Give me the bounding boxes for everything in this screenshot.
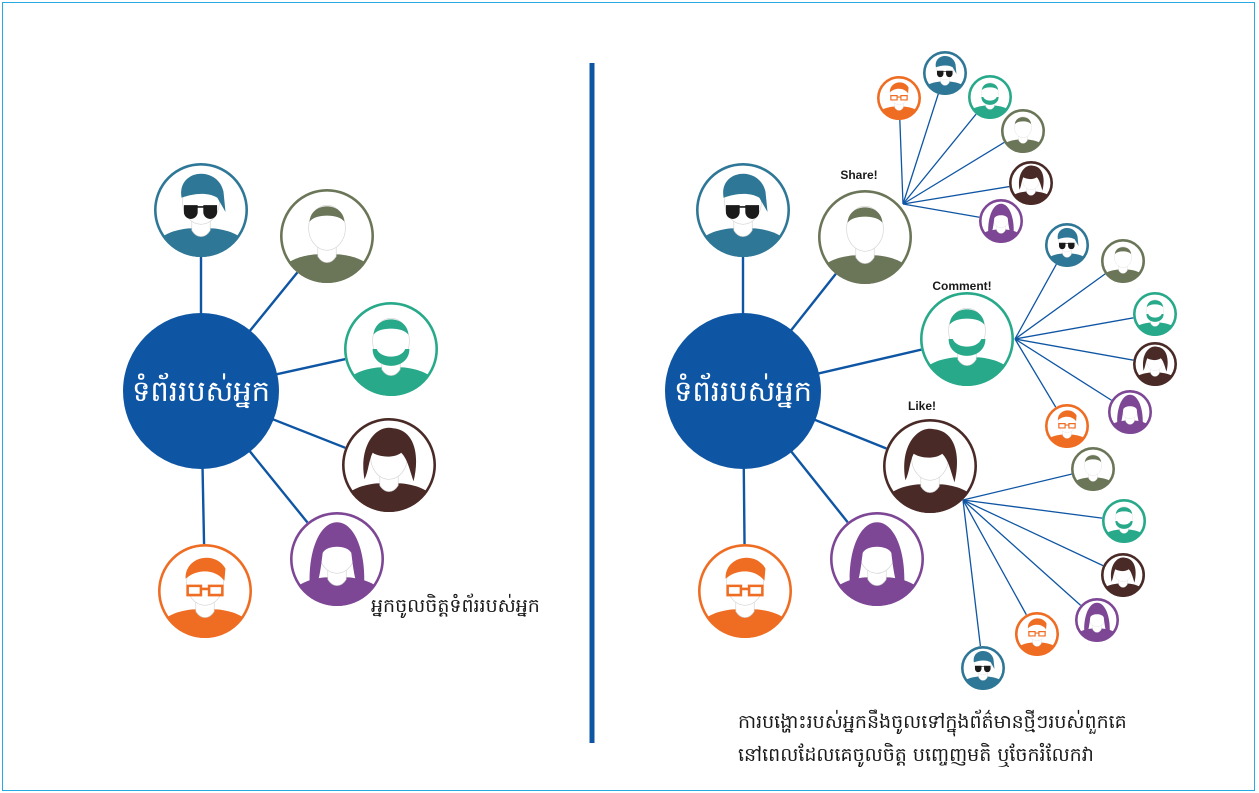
- left-hub: ទំព័ររបស់អ្នក: [123, 313, 279, 469]
- fan-2-avatar-3: [1132, 292, 1178, 337]
- avatar-sunglasses-man: [153, 162, 249, 258]
- fan-2-avatar-6: [1044, 404, 1090, 449]
- fan-3-avatar-1: [1070, 447, 1116, 492]
- avatar-glasses-man-right: [697, 543, 793, 639]
- fan-3-avatar-3: [1100, 553, 1146, 598]
- right-caption-line-1: ការបង្ហោះរបស់អ្នកនឹងចូលទៅក្នុងព័ត៌មានថ្ម…: [738, 709, 1127, 737]
- left-hub-label: ទំព័ររបស់អ្នក: [132, 372, 270, 409]
- fan-1-avatar-3: [967, 75, 1013, 120]
- diagram-canvas: ទំព័ររបស់អ្នក ទំព័ររបស់អ្នក Share! Comme…: [123, 51, 1178, 768]
- avatar-share-bald-man: [817, 189, 913, 285]
- avatar-long-hair-woman-right: [829, 511, 925, 607]
- avatar-bearded-man: [343, 301, 439, 397]
- avatar-bald-man: [279, 188, 375, 284]
- left-caption: អ្នកចូលចិត្តទំព័ររបស់អ្នក: [371, 593, 540, 619]
- fan-2-avatar-4: [1132, 342, 1178, 387]
- right-caption-line-2: នៅពេលដែលគេចូលចិត្ត បញ្ចេញមតិ ឬចែករំលែកវា: [738, 742, 1094, 768]
- avatar-long-hair-woman: [289, 511, 385, 607]
- avatar-comment-bearded-man: [919, 291, 1015, 387]
- avatar-sunglasses-man-right: [695, 162, 791, 258]
- fan-1-avatar-1: [876, 76, 922, 121]
- fan-2-avatar-1: [1044, 223, 1090, 268]
- avatar-glasses-man: [157, 543, 253, 639]
- avatar-layer: [153, 51, 1178, 691]
- fan-2-avatar-2: [1100, 239, 1146, 284]
- right-hub: ទំព័ររបស់អ្នក: [665, 313, 821, 469]
- comment-label: Comment!: [932, 279, 991, 293]
- fan-1-avatar-5: [1008, 161, 1054, 206]
- fan-1-avatar-4: [1000, 109, 1046, 154]
- fan-2-avatar-5: [1107, 390, 1153, 435]
- fan-1-avatar-2: [922, 51, 968, 96]
- avatar-like-shaggy-man: [882, 418, 978, 514]
- share-label: Share!: [840, 168, 877, 182]
- avatar-shaggy-hair-man: [341, 417, 437, 513]
- fan-1-avatar-6: [978, 199, 1024, 244]
- fan-3-avatar-6: [960, 646, 1006, 691]
- like-label: Like!: [908, 399, 936, 413]
- fan-3-avatar-2: [1101, 499, 1147, 544]
- fan-3-avatar-5: [1014, 612, 1060, 657]
- right-hub-label: ទំព័ររបស់អ្នក: [674, 372, 812, 409]
